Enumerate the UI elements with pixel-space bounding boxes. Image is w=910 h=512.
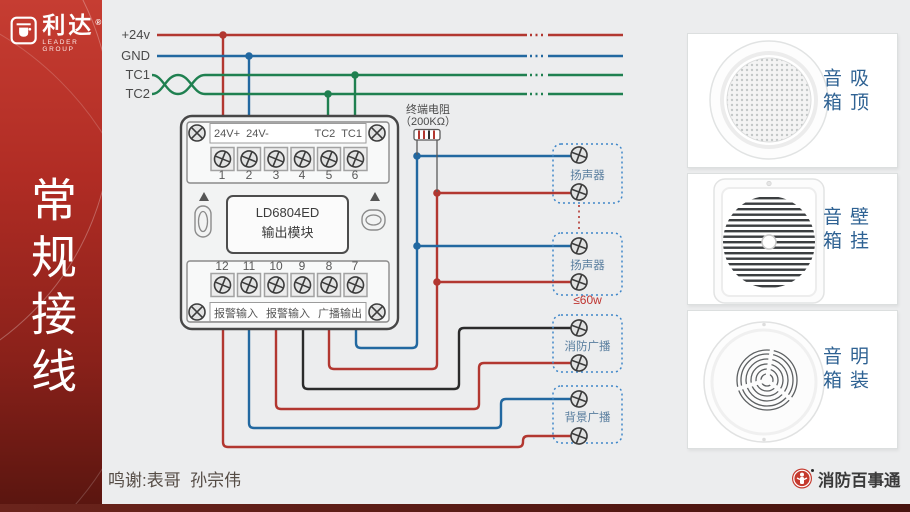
module-model: LD6804ED	[255, 205, 320, 220]
ceiling-speaker-image	[709, 40, 829, 160]
terminal-number: 6	[351, 168, 359, 182]
wire-tc1-bus	[151, 73, 527, 96]
leader-logo-icon	[10, 16, 37, 45]
terminal-number: 10	[269, 259, 283, 273]
brand-text: 消防百事通	[818, 472, 901, 490]
wire-term7-riser	[354, 156, 419, 350]
resistor-label-line2: （200KΩ）	[400, 116, 456, 128]
sidebar: 利达® LEADER GROUP 常规接线	[0, 0, 102, 512]
green-junction-dots	[324, 71, 359, 98]
leader-logo-text: 利达® LEADER GROUP	[42, 13, 102, 53]
product-card-ceiling-speaker: 吸顶音箱	[687, 33, 898, 168]
brand-icon	[792, 468, 814, 489]
terminal-number: 8	[325, 259, 333, 273]
terminal-number: 2	[245, 168, 253, 182]
slot-left	[194, 205, 212, 238]
product-label-surface: 明装音箱	[820, 345, 868, 394]
terminal-number: 5	[325, 168, 333, 182]
speaker-label: 扬声器	[570, 260, 605, 272]
terminal-number: 12	[215, 259, 229, 273]
terminal-resistor	[413, 128, 441, 192]
red-junction-dots	[219, 31, 441, 286]
alarm-input-label: 报警输入	[214, 307, 258, 320]
fire-broadcast-label: 消防广播	[564, 341, 611, 353]
red-wires	[157, 33, 623, 449]
page-title: 常规接线	[25, 176, 77, 404]
speaker-box-2	[552, 232, 623, 296]
blue-wires	[157, 54, 623, 430]
module-graphic	[179, 114, 400, 331]
wire-term9-fire-plus	[301, 326, 572, 391]
bg-broadcast-label: 背景广播	[564, 412, 611, 424]
module-bottom-strip: 报警输入 报警输入 广播输出	[210, 303, 366, 322]
triangle-marker-right	[370, 192, 380, 201]
wire-term11-bg-plus	[247, 329, 572, 430]
speaker-boxes	[552, 143, 623, 444]
bus-label-tc2: TC2	[125, 86, 150, 101]
wire-tc2-bus	[151, 73, 527, 96]
terminal-number: 1	[218, 168, 226, 182]
product-label-ceiling: 吸顶音箱	[820, 67, 868, 116]
speaker-box-1	[552, 143, 623, 204]
strip-24v-labels: 24V+ 24V-	[214, 127, 269, 140]
terminal-number: 4	[298, 168, 306, 182]
terminal-number: 3	[272, 168, 280, 182]
green-wires	[151, 73, 623, 118]
brand-name: 利达®	[42, 13, 102, 37]
black-wires	[301, 326, 572, 391]
wall-speaker-image	[713, 178, 825, 304]
triangle-marker-left	[199, 192, 209, 201]
bottom-accent-bar	[0, 504, 910, 512]
wire-term12-bg-minus	[221, 329, 572, 449]
bg-broadcast-box	[552, 385, 623, 444]
module-name: 输出模块	[261, 224, 314, 240]
resistor-label-line1: 终端电阻	[406, 104, 450, 116]
terminal-number: 9	[298, 259, 306, 273]
product-card-surface-speaker: 明装音箱	[687, 310, 898, 449]
top-terminals	[210, 146, 368, 172]
strip-tc-labels: TC2 TC1	[314, 127, 362, 140]
slot-right	[361, 209, 386, 231]
model-plate	[226, 195, 349, 254]
terminal-number: 7	[351, 259, 359, 273]
bus-label-gnd: GND	[121, 48, 150, 63]
module-top-strip: 24V+ 24V- TC2 TC1	[210, 124, 366, 143]
wire-term8-riser	[327, 193, 439, 371]
speaker-label: 扬声器	[570, 170, 605, 182]
wire-term10-fire-minus	[274, 329, 572, 411]
module-model-plate: LD6804ED 输出模块	[227, 203, 348, 242]
registered-mark: ®	[95, 18, 102, 27]
fire-broadcast-box	[552, 314, 623, 373]
surface-speaker-image	[703, 321, 825, 443]
power-note: ≤60w	[573, 293, 602, 307]
bus-label-24v: +24v	[121, 27, 150, 42]
leader-logo: 利达® LEADER GROUP	[10, 13, 102, 53]
product-label-wall: 壁挂音箱	[820, 206, 868, 255]
terminal-number: 11	[242, 259, 256, 273]
bottom-terminals	[210, 272, 368, 298]
bus-label-tc1: TC1	[125, 67, 150, 82]
alarm-input-label: 报警输入	[266, 307, 310, 320]
credit-text: 鸣谢:表哥 孙宗伟	[108, 471, 242, 490]
brand-subtitle: LEADER GROUP	[42, 39, 79, 53]
blue-junction-dots	[245, 52, 421, 250]
product-card-wall-speaker: 壁挂音箱	[687, 173, 898, 305]
broadcast-output-label: 广播输出	[318, 307, 362, 320]
